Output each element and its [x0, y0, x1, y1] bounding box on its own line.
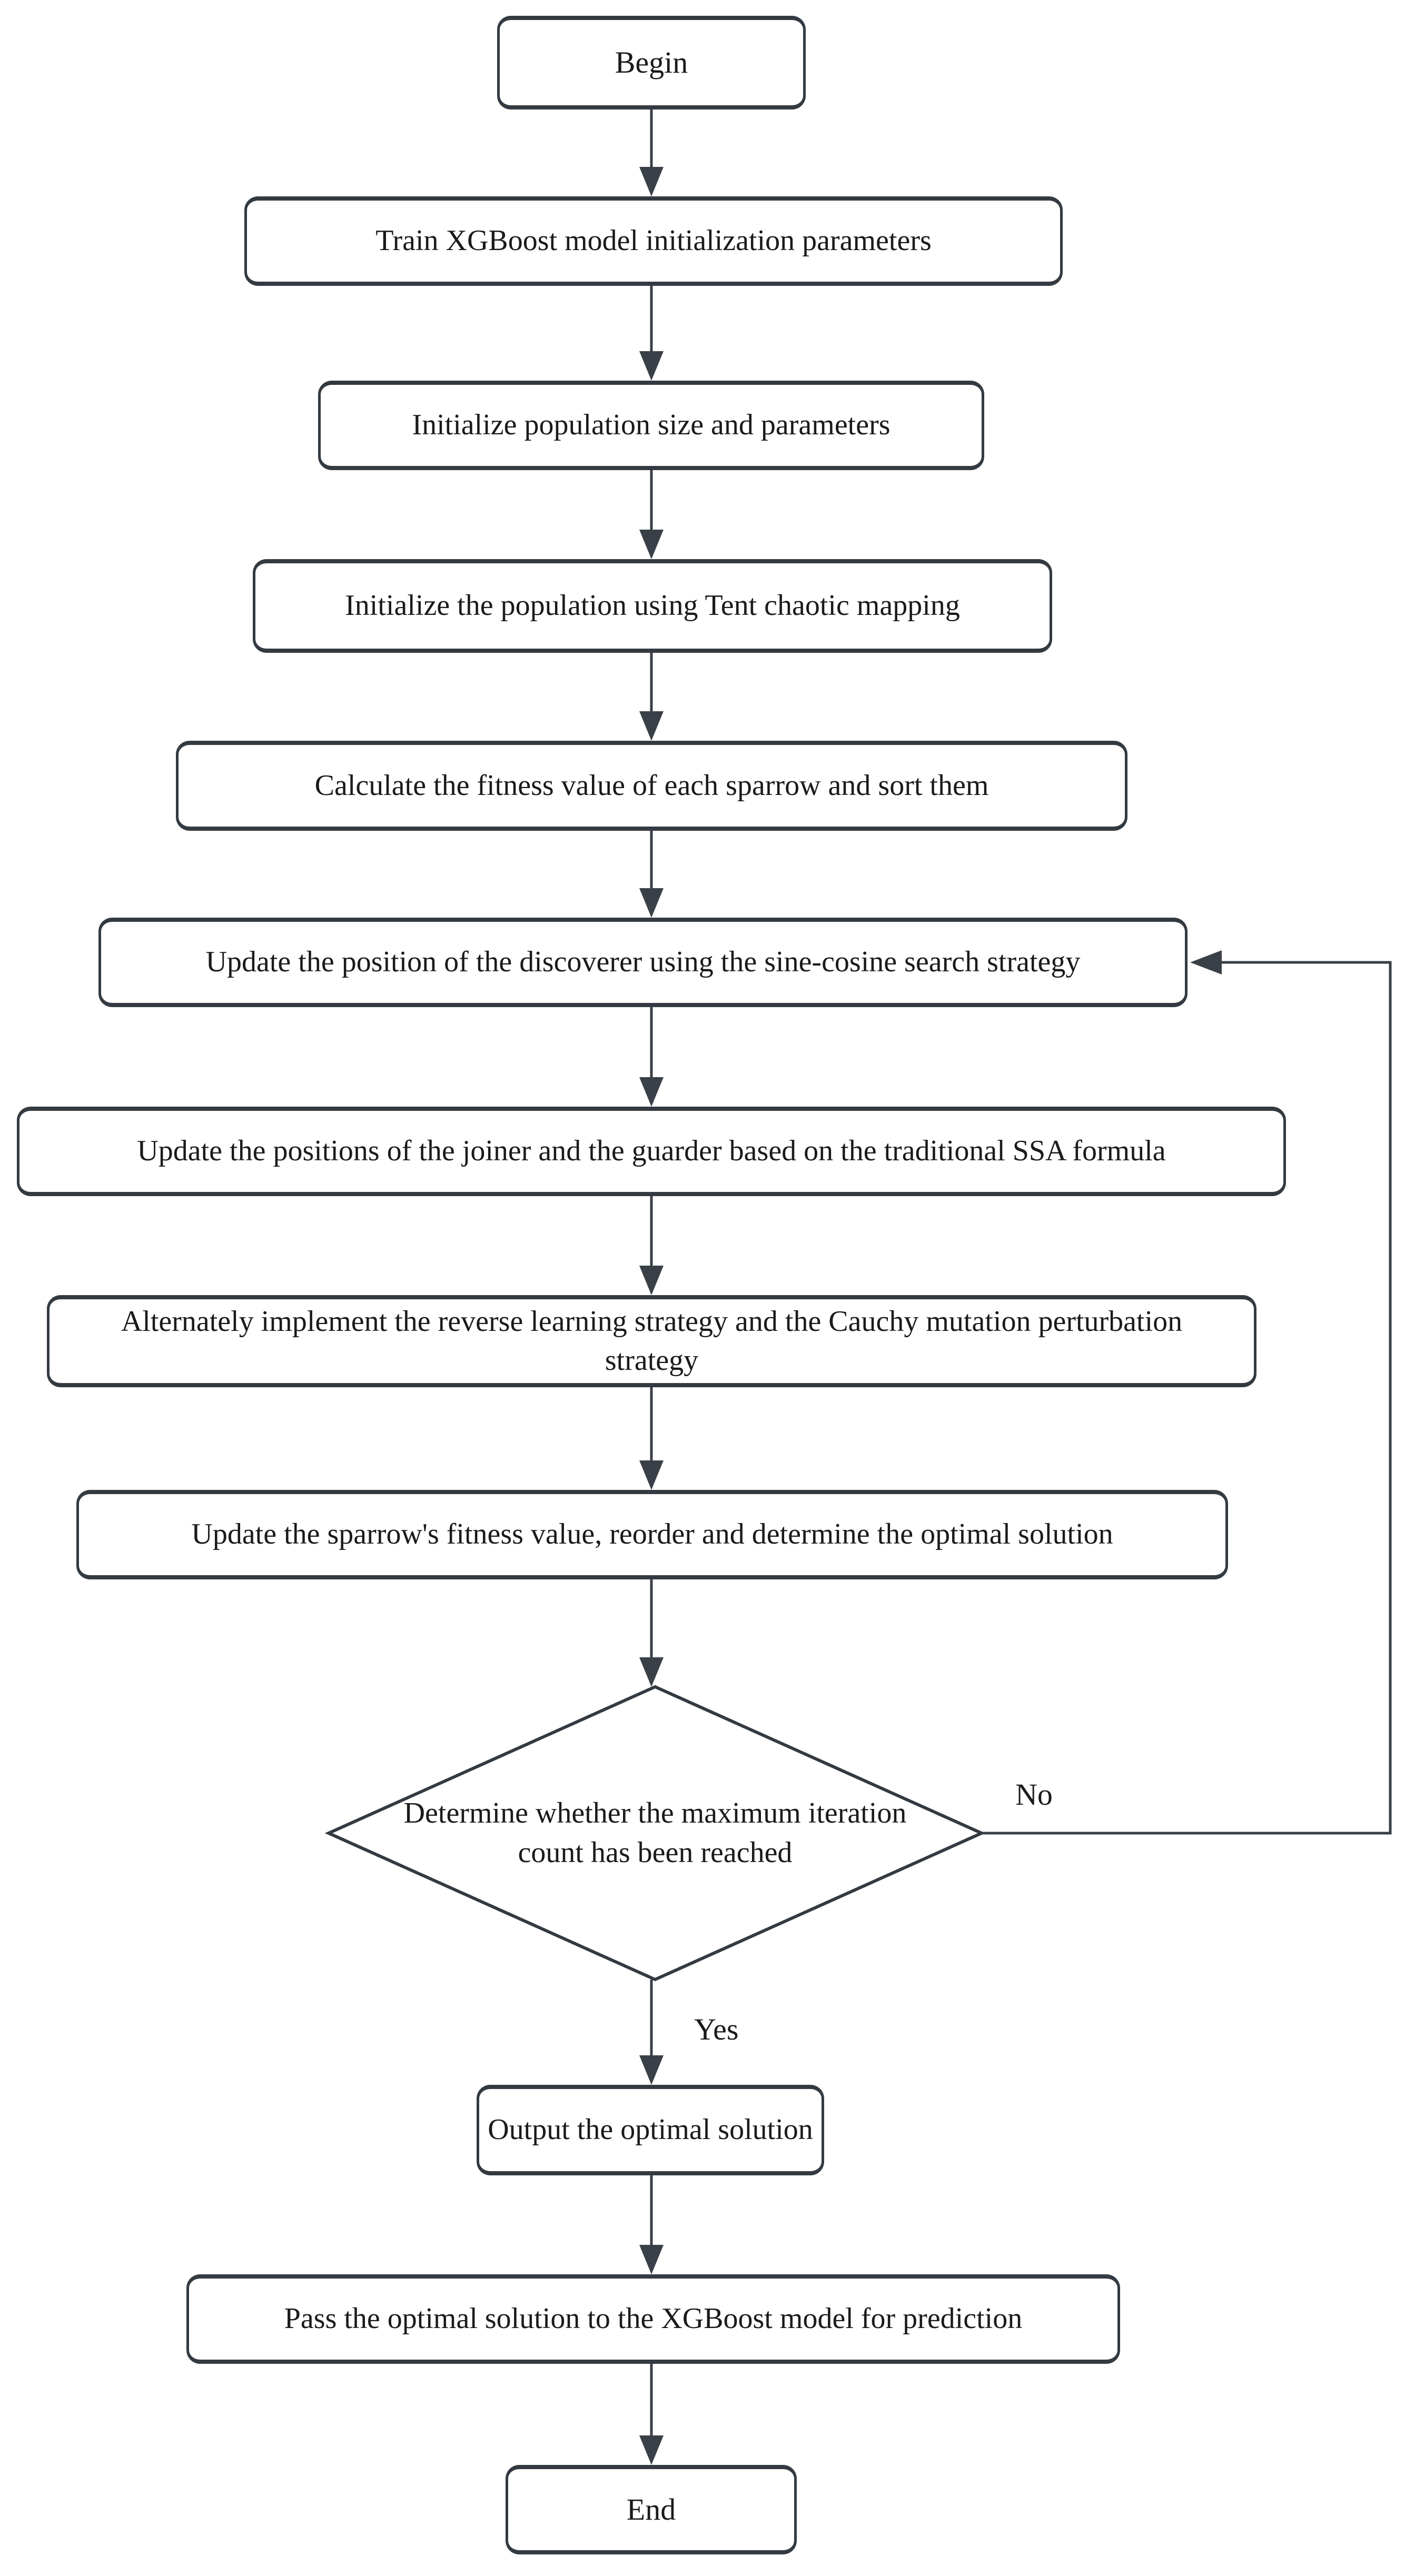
node-update-discoverer: Update the position of the discoverer us… [98, 918, 1188, 1007]
node-begin-label: Begin [615, 45, 688, 79]
node-end-label: End [626, 2492, 676, 2527]
arrow-no-loop [982, 950, 1392, 1835]
arrow-tent-to-fitness [639, 653, 664, 741]
node-begin: Begin [497, 16, 806, 110]
node-alternate-strategies: Alternately implement the reverse learni… [47, 1295, 1256, 1387]
decision-diamond-shape [324, 1685, 986, 1982]
arrow-strategies-to-updatefitness [639, 1387, 664, 1490]
node-init-population-label: Initialize population size and parameter… [412, 409, 891, 442]
node-calculate-fitness: Calculate the fitness value of each spar… [176, 741, 1127, 831]
node-init-population: Initialize population size and parameter… [318, 381, 984, 470]
node-output-solution: Output the optimal solution [477, 2085, 824, 2175]
arrow-yes-to-output [639, 1980, 664, 2085]
node-update-sparrow-fitness: Update the sparrow's fitness value, reor… [76, 1490, 1228, 1579]
node-alternate-strategies-label: Alternately implement the reverse learni… [121, 1305, 1183, 1377]
node-update-joiner-guarder: Update the positions of the joiner and t… [17, 1107, 1286, 1196]
node-update-sparrow-fitness-label: Update the sparrow's fitness value, reor… [191, 1518, 1113, 1551]
arrow-initpop-to-tent [639, 470, 664, 559]
node-decision-label: Determine whether the maximum iteration … [403, 1796, 907, 1869]
arrow-output-to-pass [639, 2175, 664, 2274]
node-update-joiner-guarder-label: Update the positions of the joiner and t… [137, 1135, 1166, 1168]
node-tent-mapping-label: Initialize the population using Tent cha… [345, 589, 960, 622]
arrow-joiner-to-strategies [639, 1196, 664, 1295]
arrow-discoverer-to-joiner [639, 1007, 664, 1107]
node-update-discoverer-label: Update the position of the discoverer us… [205, 946, 1081, 979]
node-train-xgboost: Train XGBoost model initialization param… [244, 196, 1063, 286]
arrow-updatefitness-to-decision [639, 1579, 664, 1687]
node-pass-to-xgboost: Pass the optimal solution to the XGBoost… [186, 2274, 1120, 2364]
arrow-pass-to-end [639, 2364, 664, 2465]
node-output-solution-label: Output the optimal solution [488, 2113, 813, 2146]
edge-label-no: No [1015, 1777, 1053, 1812]
arrow-fitness-to-discoverer [639, 831, 664, 918]
edge-label-yes: Yes [694, 2012, 739, 2046]
node-train-xgboost-label: Train XGBoost model initialization param… [375, 224, 932, 257]
node-end: End [506, 2465, 797, 2554]
arrow-train-to-initpop [639, 286, 664, 381]
node-tent-mapping: Initialize the population using Tent cha… [253, 559, 1052, 653]
node-pass-to-xgboost-label: Pass the optimal solution to the XGBoost… [284, 2302, 1023, 2335]
arrow-begin-to-train [639, 110, 664, 196]
node-decision: Determine whether the maximum iteration … [392, 1775, 918, 1891]
node-calculate-fitness-label: Calculate the fitness value of each spar… [314, 769, 989, 802]
